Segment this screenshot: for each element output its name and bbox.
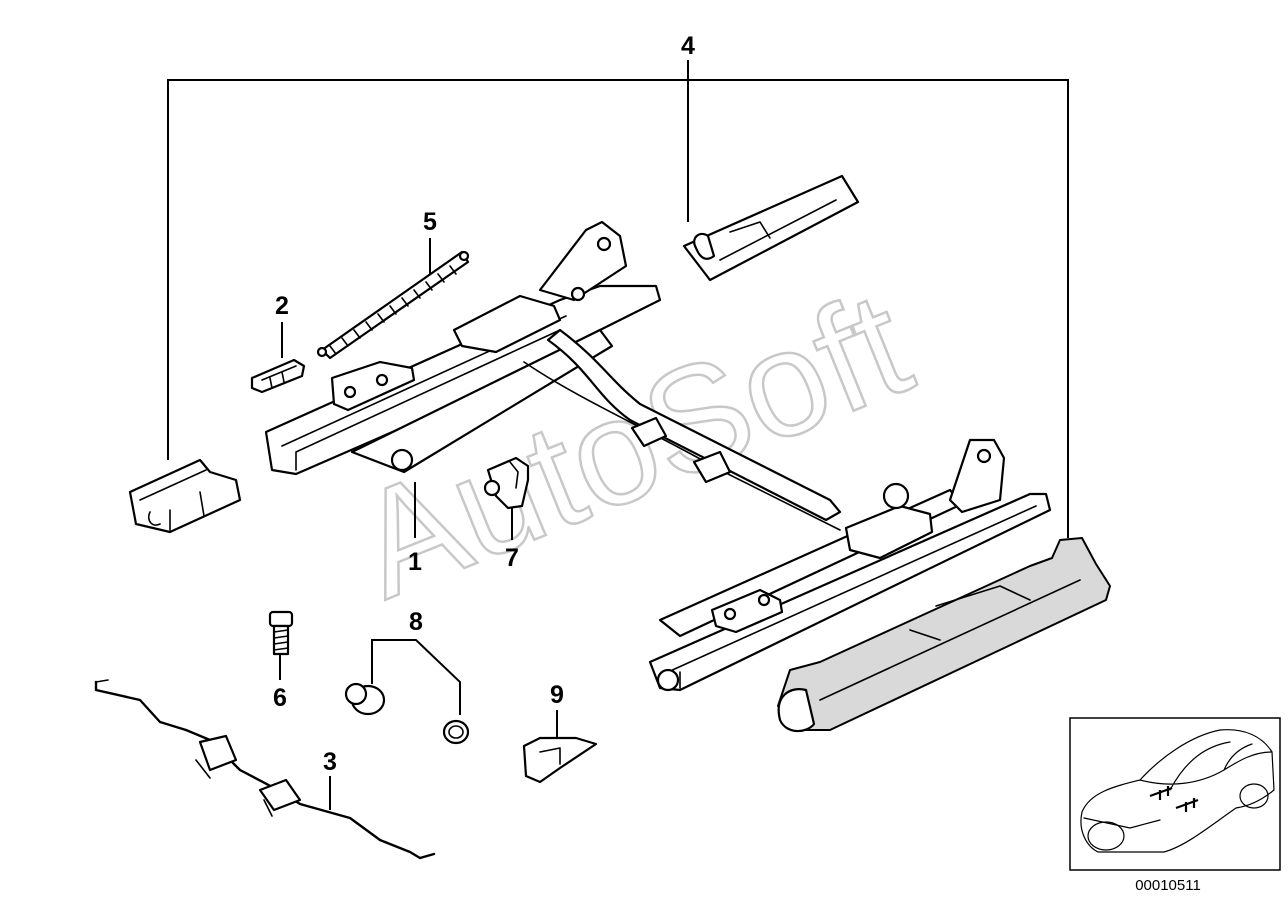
callout-4: 4 <box>681 32 695 60</box>
leader-8 <box>371 639 461 715</box>
bracket-9 <box>522 736 598 784</box>
callout-labels: 1 2 3 4 5 6 7 8 9 <box>273 32 695 776</box>
callout-7: 7 <box>505 544 519 572</box>
leader-lines <box>167 60 1069 810</box>
spring <box>316 250 470 360</box>
seat-rail-marker-icon <box>1149 786 1199 812</box>
leader-4-bracket <box>167 79 1069 538</box>
screw-6 <box>268 610 294 656</box>
rail-cover-upper <box>682 174 860 282</box>
car-thumbnail <box>1069 717 1281 871</box>
callout-2: 2 <box>275 292 289 320</box>
callout-9: 9 <box>550 681 564 709</box>
callout-1: 1 <box>408 548 422 576</box>
thumbnail-frame <box>1069 717 1281 871</box>
bushing-8 <box>344 682 470 745</box>
seat-rail-frame <box>264 220 1052 692</box>
clip-part-2 <box>250 358 306 394</box>
document-number: 00010511 <box>1135 877 1201 894</box>
callout-6: 6 <box>273 684 287 712</box>
car-outline-icon <box>1080 729 1275 853</box>
callout-5: 5 <box>423 208 437 236</box>
cable-clip-7 <box>483 456 530 510</box>
rail-cover-left <box>128 458 242 534</box>
rail-cover-lower <box>777 537 1111 733</box>
callout-3: 3 <box>323 748 337 776</box>
cable-3 <box>94 679 436 860</box>
callout-8: 8 <box>409 608 423 636</box>
